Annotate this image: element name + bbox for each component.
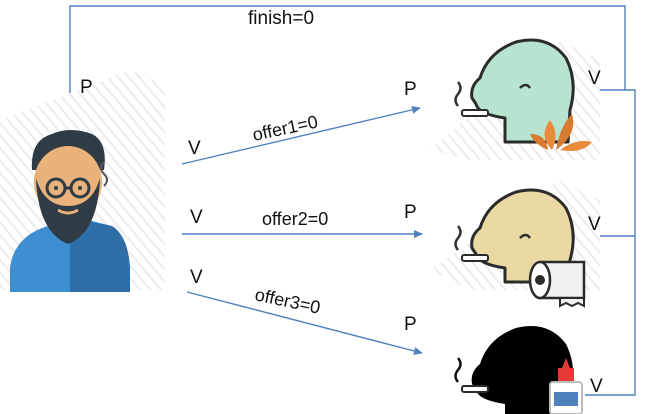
agent-icon bbox=[0, 70, 165, 292]
paper-roll-icon bbox=[528, 260, 586, 308]
diagram-labels: finish=0 P V offer1=0 P V V offer2=0 P V… bbox=[80, 8, 603, 397]
offer1-arrow bbox=[181, 105, 421, 165]
smoker2-p-label: P bbox=[404, 202, 417, 223]
smoker2-v-label: V bbox=[588, 214, 601, 235]
offer3-arrow bbox=[186, 291, 423, 355]
smoker1-p-label: P bbox=[404, 79, 417, 100]
smoker3-glue-icon bbox=[454, 326, 583, 414]
tobacco-leaf-icon bbox=[530, 114, 592, 151]
offer3-v-label: V bbox=[190, 267, 203, 288]
smoker3-return-line bbox=[580, 89, 636, 396]
smoker3-p-label: P bbox=[404, 314, 417, 335]
offer2-v-label: V bbox=[190, 207, 203, 228]
smoker1-tobacco-icon bbox=[430, 38, 600, 160]
agent-p-label: P bbox=[80, 77, 93, 98]
finish-label: finish=0 bbox=[248, 8, 314, 29]
glue-bottle-icon bbox=[549, 358, 583, 414]
smoker1-v-label: V bbox=[588, 68, 601, 89]
smoker3-v-label: V bbox=[590, 376, 603, 397]
offer1-v-label: V bbox=[188, 138, 201, 159]
smoker2-paper-icon bbox=[430, 180, 600, 308]
finish-loop-line bbox=[66, 5, 626, 107]
offer3-label: offer3=0 bbox=[253, 284, 322, 317]
offer2-label: offer2=0 bbox=[262, 209, 328, 229]
offer-arrows bbox=[181, 105, 423, 355]
